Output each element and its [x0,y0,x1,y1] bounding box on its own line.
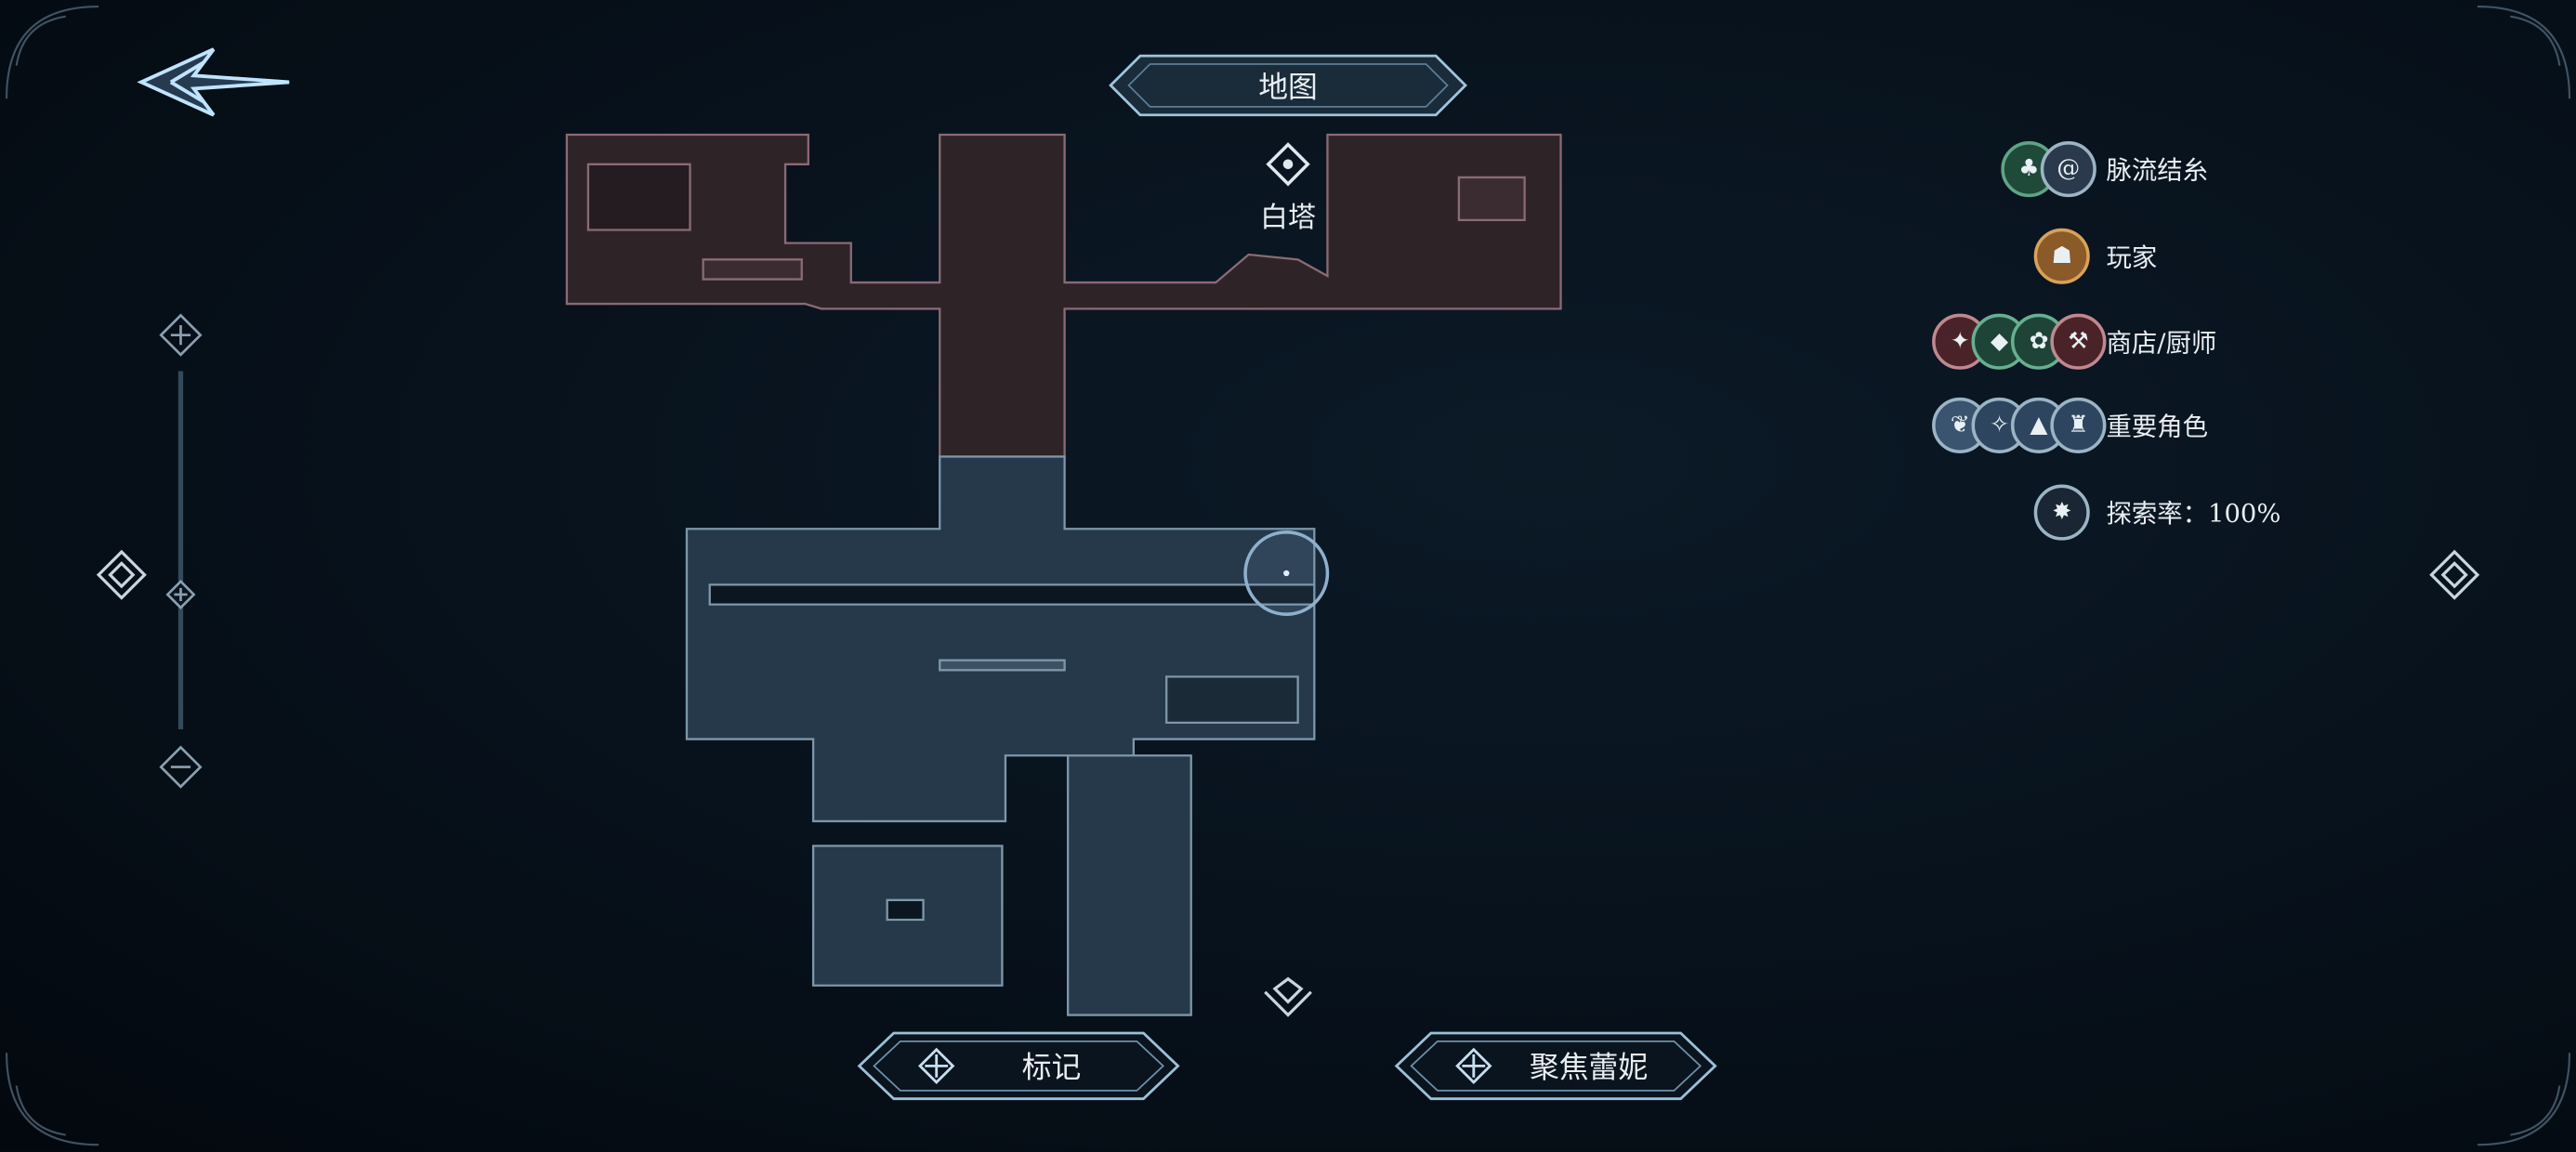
npc-icon: ♜ [2050,397,2107,453]
location-label: 白塔 [1259,202,1317,235]
focus-character-button[interactable]: 聚焦蕾妮 [1391,1028,1720,1104]
scroll-down-chevron-icon[interactable] [1264,976,1312,1017]
legend-item-key-characters[interactable]: ❦✧▲♜ 重要角色 [1922,393,2414,459]
legend-item-exploration: ✸ 探索率：100% [1922,479,2414,545]
cook-icon: ⚒ [2050,313,2107,370]
legend-item-ley-line[interactable]: ♣@ 脉流结糸 [1922,137,2414,203]
spiral-icon: @ [2040,141,2096,198]
waypoint-diamond-icon[interactable] [1266,142,1310,187]
legend-item-player[interactable]: ☗ 玩家 [1922,223,2414,289]
mark-button[interactable]: 标记 [854,1028,1183,1104]
zoom-slider-thumb[interactable] [165,579,196,609]
nav-right-icon[interactable] [2429,549,2480,600]
page-title-banner: 地图 [1104,49,1472,122]
map-region-lower [685,455,1316,1016]
page-title: 地图 [1258,71,1318,106]
player-icon: ☗ [2033,228,2090,284]
legend-item-shop-cook[interactable]: ✦◆✿⚒ 商店/厨师 [1922,308,2414,374]
nav-left-icon[interactable] [96,549,147,600]
corner-ornaments [6,6,2571,1146]
compass-icon: ✸ [2033,484,2090,541]
zoom-in-icon[interactable] [159,313,203,357]
zoom-out-icon[interactable] [159,745,203,789]
map-region-white-tower [565,133,1562,458]
player-position-ring[interactable] [1243,530,1330,616]
back-arrow-icon[interactable] [137,47,290,117]
